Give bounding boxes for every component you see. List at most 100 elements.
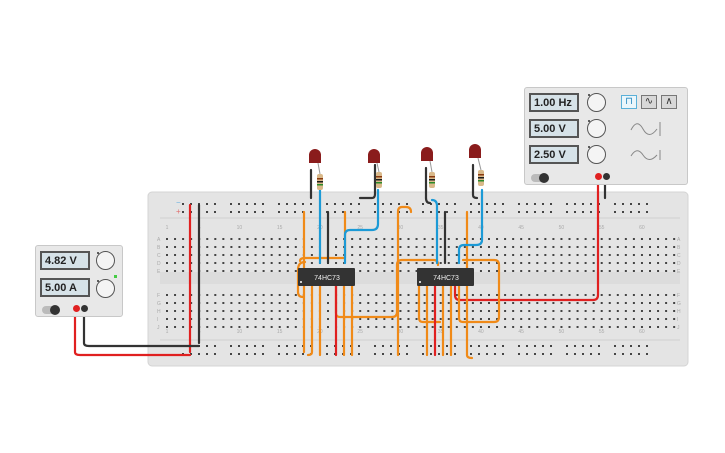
hole[interactable] <box>423 318 426 320</box>
hole[interactable] <box>391 326 394 328</box>
hole[interactable] <box>375 246 378 248</box>
hole[interactable] <box>262 310 265 312</box>
hole[interactable] <box>350 211 352 213</box>
hole[interactable] <box>214 326 217 328</box>
hole[interactable] <box>584 294 587 296</box>
hole[interactable] <box>182 302 185 304</box>
hole[interactable] <box>407 254 410 256</box>
hole[interactable] <box>520 262 523 264</box>
hole[interactable] <box>383 246 386 248</box>
resistor-2[interactable] <box>376 172 382 188</box>
hole[interactable] <box>574 211 576 213</box>
hole[interactable] <box>542 203 544 205</box>
hole[interactable] <box>608 270 611 272</box>
function-generator[interactable]: 1.00 Hz ⊓ ∿ ∧ 5.00 V 2.50 V <box>524 87 688 185</box>
hole[interactable] <box>552 310 555 312</box>
hole[interactable] <box>447 254 450 256</box>
hole[interactable] <box>657 270 660 272</box>
hole[interactable] <box>446 345 448 347</box>
hole[interactable] <box>471 302 474 304</box>
hole[interactable] <box>544 238 547 240</box>
hole[interactable] <box>576 270 579 272</box>
hole[interactable] <box>504 262 507 264</box>
hole[interactable] <box>254 270 257 272</box>
hole[interactable] <box>238 326 241 328</box>
hole[interactable] <box>446 353 448 355</box>
hole[interactable] <box>616 302 619 304</box>
hole[interactable] <box>439 238 442 240</box>
hole[interactable] <box>622 211 624 213</box>
hole[interactable] <box>470 203 472 205</box>
hole[interactable] <box>608 238 611 240</box>
hole[interactable] <box>640 326 643 328</box>
hole[interactable] <box>598 353 600 355</box>
hole[interactable] <box>415 302 418 304</box>
hole[interactable] <box>542 353 544 355</box>
hole[interactable] <box>454 345 456 347</box>
hole[interactable] <box>504 326 507 328</box>
hole[interactable] <box>206 345 208 347</box>
hole[interactable] <box>399 294 402 296</box>
hole[interactable] <box>190 326 193 328</box>
hole[interactable] <box>407 246 410 248</box>
hole[interactable] <box>391 294 394 296</box>
hole[interactable] <box>504 302 507 304</box>
hole[interactable] <box>608 262 611 264</box>
hole[interactable] <box>447 262 450 264</box>
hole[interactable] <box>294 254 297 256</box>
hole[interactable] <box>278 326 281 328</box>
hole[interactable] <box>375 294 378 296</box>
hole[interactable] <box>358 353 360 355</box>
hole[interactable] <box>399 246 402 248</box>
hole[interactable] <box>608 310 611 312</box>
hole[interactable] <box>496 238 499 240</box>
hole[interactable] <box>399 318 402 320</box>
hole[interactable] <box>206 246 209 248</box>
hole[interactable] <box>294 310 297 312</box>
hole[interactable] <box>230 262 233 264</box>
hole[interactable] <box>286 246 289 248</box>
hole[interactable] <box>238 294 241 296</box>
hole[interactable] <box>262 326 265 328</box>
hole[interactable] <box>536 318 539 320</box>
hole[interactable] <box>600 326 603 328</box>
hole[interactable] <box>294 345 296 347</box>
hole[interactable] <box>566 353 568 355</box>
hole[interactable] <box>512 262 515 264</box>
hole[interactable] <box>657 326 660 328</box>
hole[interactable] <box>632 302 635 304</box>
hole[interactable] <box>246 203 248 205</box>
hole[interactable] <box>486 203 488 205</box>
hole[interactable] <box>423 294 426 296</box>
hole[interactable] <box>190 270 193 272</box>
hole[interactable] <box>520 294 523 296</box>
hole[interactable] <box>534 211 536 213</box>
hole[interactable] <box>463 238 466 240</box>
hole[interactable] <box>359 270 362 272</box>
hole[interactable] <box>657 310 660 312</box>
hole[interactable] <box>488 318 490 320</box>
hole[interactable] <box>359 294 362 296</box>
hole[interactable] <box>310 211 312 213</box>
hole[interactable] <box>471 238 474 240</box>
hole[interactable] <box>520 310 523 312</box>
hole[interactable] <box>544 294 547 296</box>
hole[interactable] <box>616 262 619 264</box>
hole[interactable] <box>375 238 378 240</box>
hole[interactable] <box>430 211 432 213</box>
hole[interactable] <box>592 254 595 256</box>
hole[interactable] <box>665 246 668 248</box>
hole[interactable] <box>479 246 482 248</box>
hole[interactable] <box>526 353 528 355</box>
hole[interactable] <box>206 262 209 264</box>
hole[interactable] <box>246 246 249 248</box>
hole[interactable] <box>262 302 265 304</box>
hole[interactable] <box>238 318 241 320</box>
hole[interactable] <box>544 254 547 256</box>
hole[interactable] <box>657 294 660 296</box>
hole[interactable] <box>657 246 660 248</box>
hole[interactable] <box>673 270 676 272</box>
hole[interactable] <box>520 254 523 256</box>
hole[interactable] <box>238 270 241 272</box>
